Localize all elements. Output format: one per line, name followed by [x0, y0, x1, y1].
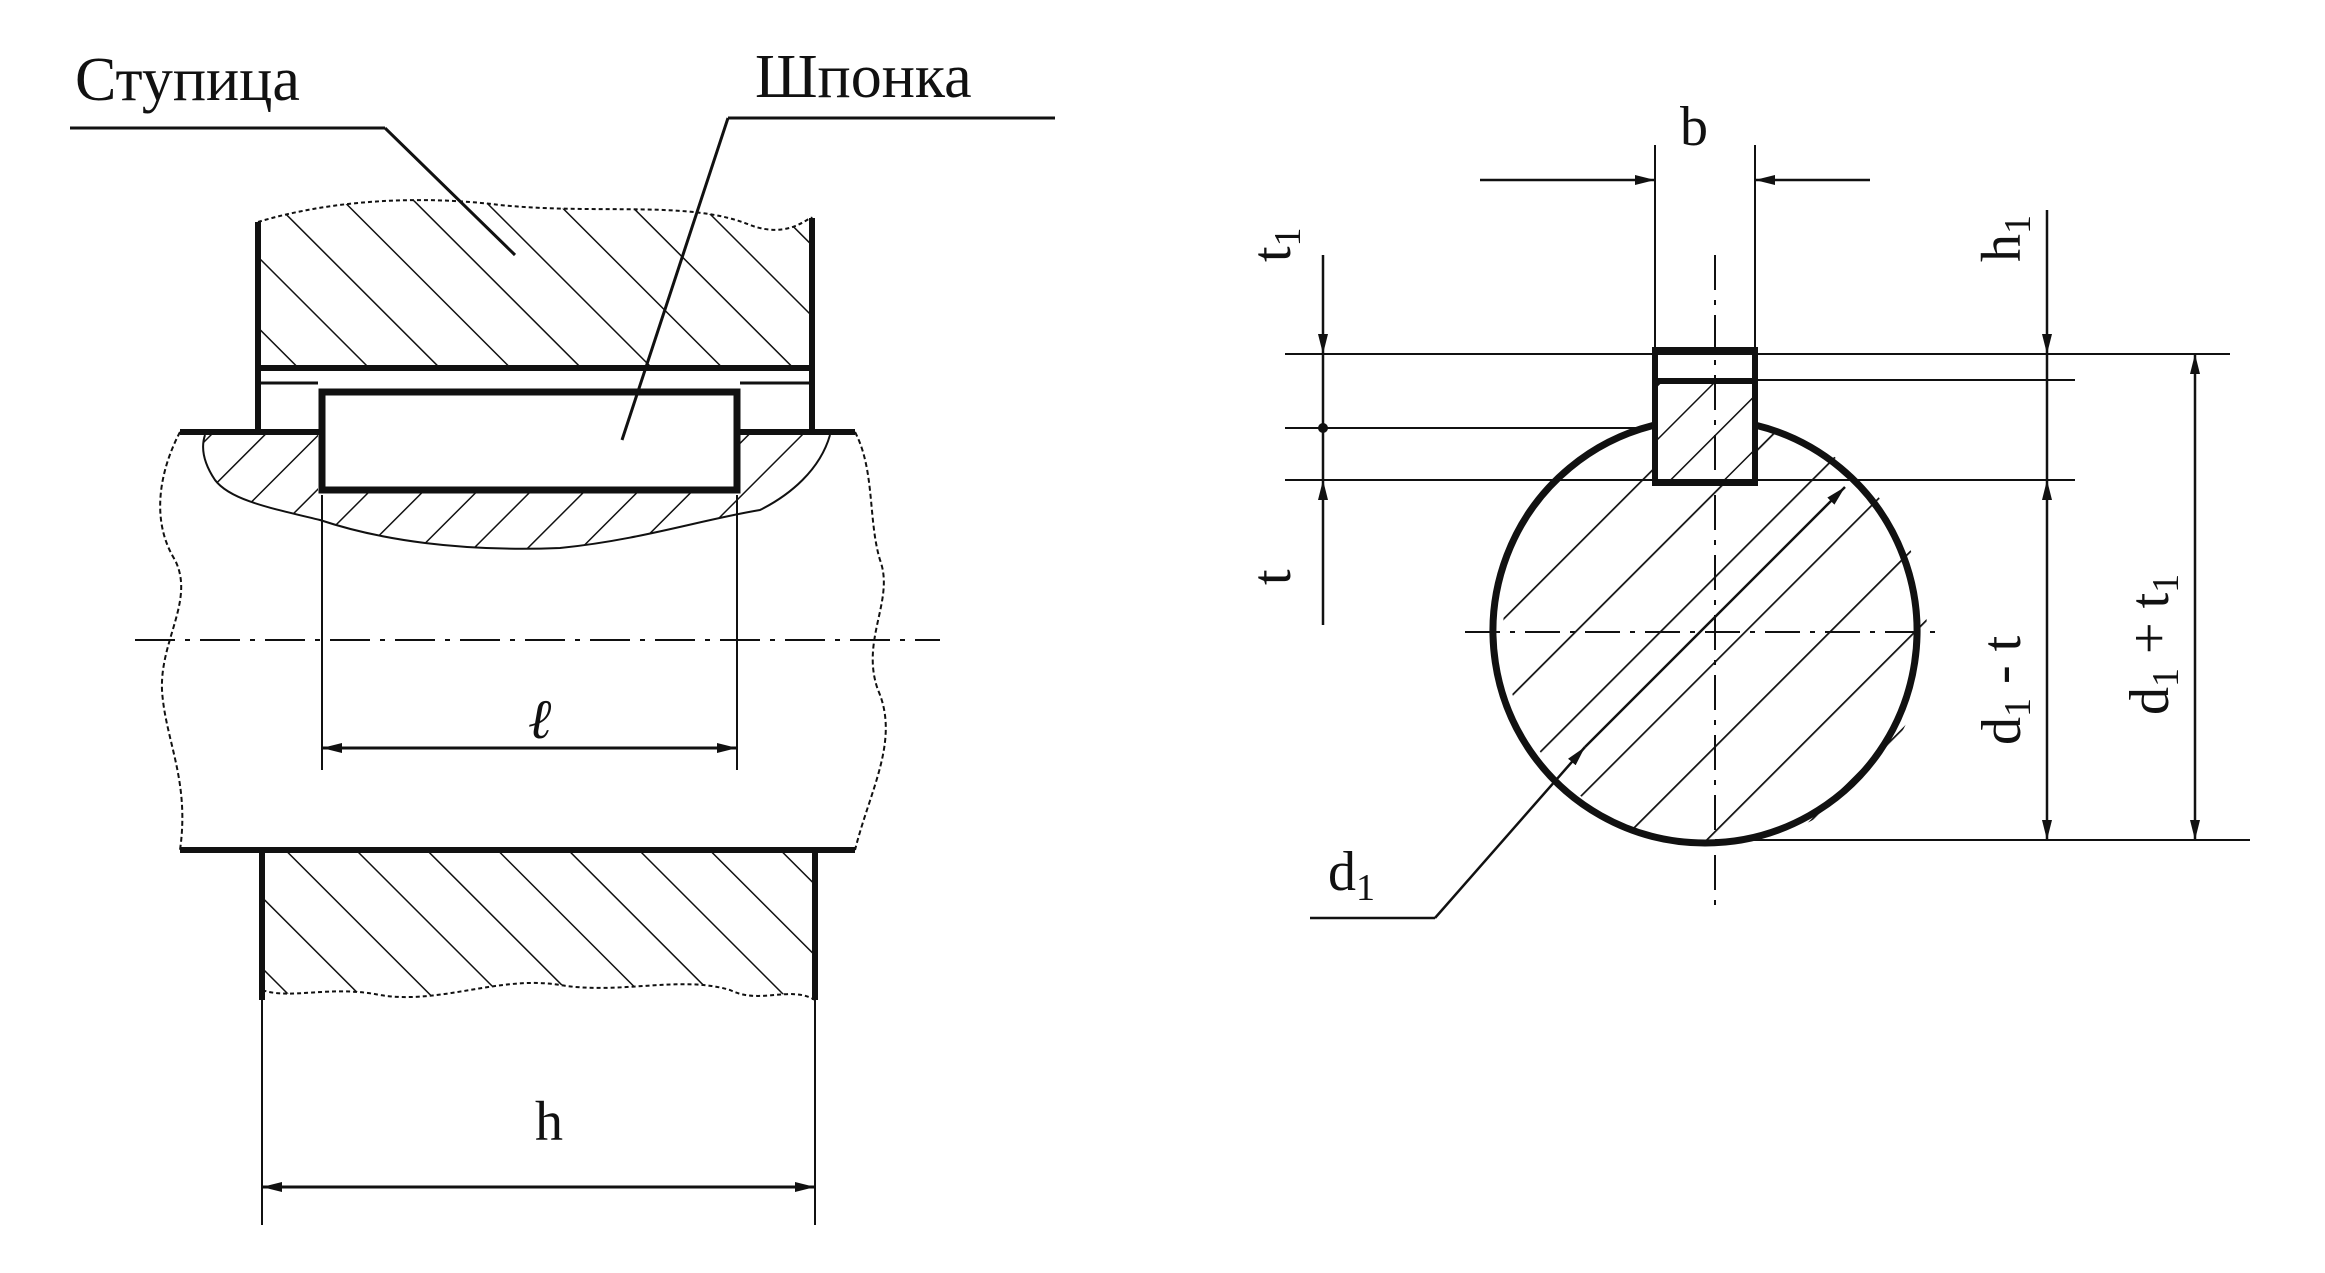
hub-lower-break-line	[261, 981, 816, 1001]
hub-label-leader	[383, 126, 517, 257]
hub-length-label: h	[535, 1091, 563, 1153]
hub-upper-break-line	[257, 199, 813, 231]
t-label: t	[1241, 569, 1303, 585]
hub-label: Ступица	[75, 46, 300, 114]
key-label: Шпонка	[755, 43, 972, 111]
hub-lower-section	[262, 853, 815, 1000]
shaft-keyway-break-line	[202, 434, 831, 550]
cross-section	[1285, 145, 2250, 920]
shaft-left-break-line	[159, 431, 184, 851]
longitudinal-section	[70, 116, 1055, 1225]
svg-text:h1: h1	[1971, 215, 2039, 262]
svg-text:d1 + t1: d1 + t1	[2119, 574, 2187, 715]
hub-upper-section	[258, 200, 812, 370]
shaft-right-break-line	[854, 431, 887, 851]
d1-plus-t1-label: d1 + t1	[2119, 574, 2187, 715]
d1-label: d1	[1328, 841, 1375, 909]
key-length-label: ℓ	[528, 689, 552, 751]
t-reference-dot	[1318, 423, 1328, 433]
key-width-label: b	[1680, 96, 1708, 158]
d1-leader	[1434, 746, 1586, 919]
h1-label: h1	[1971, 215, 2039, 262]
d1-minus-t-label: d1 - t	[1971, 635, 2039, 745]
d1-diameter-line	[1584, 486, 1846, 748]
svg-text:t1: t1	[1241, 227, 1309, 262]
svg-text:t: t	[1241, 569, 1303, 585]
key-outline	[1652, 347, 1758, 486]
key-body	[318, 388, 741, 494]
svg-text:d1 - t: d1 - t	[1971, 635, 2039, 745]
t1-label: t1	[1241, 227, 1309, 262]
key-label-leader	[620, 117, 730, 441]
key-in-slot	[1655, 381, 1755, 483]
shaft-outline	[1489, 421, 1921, 847]
